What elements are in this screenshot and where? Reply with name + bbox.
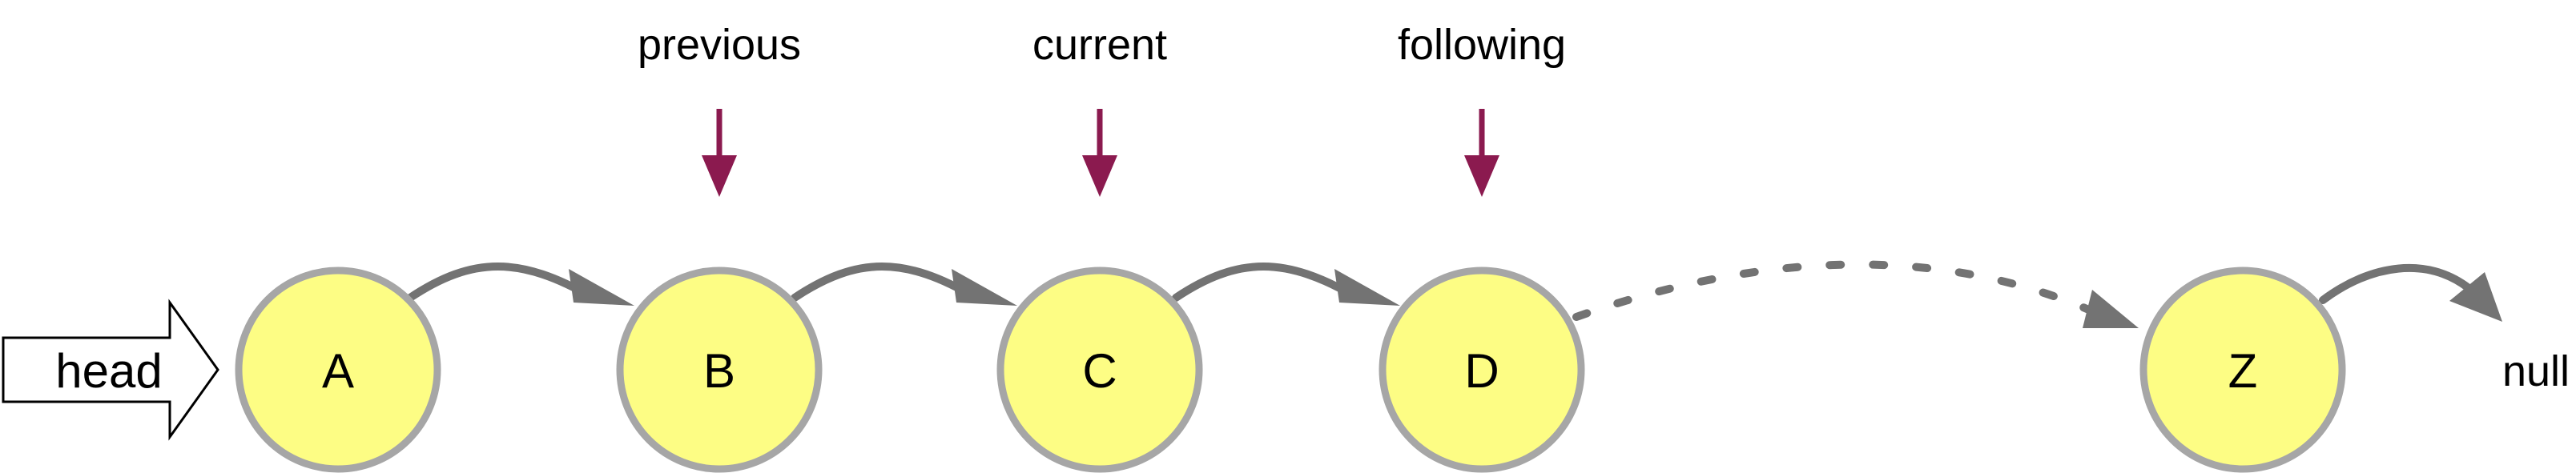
pointer-previous-label: previous	[638, 21, 801, 69]
link-b-c-arrowhead	[952, 269, 1017, 306]
link-a-b	[406, 263, 597, 302]
link-d-z-arrowhead	[2083, 290, 2139, 328]
node-a-label: A	[322, 344, 354, 398]
node-b: B	[616, 267, 823, 473]
link-c-d-arrowhead	[1334, 269, 1400, 306]
node-b-circle	[616, 267, 823, 473]
link-b-c	[791, 263, 980, 302]
node-c-label: C	[1082, 344, 1117, 398]
link-c-d	[1172, 263, 1361, 302]
pointer-following: following	[1398, 21, 1566, 197]
node-b-label: B	[703, 344, 735, 398]
head-label: head	[55, 344, 162, 398]
pointer-current-label: current	[1032, 21, 1167, 69]
pointer-previous: previous	[638, 21, 801, 197]
pointer-current-arrowhead	[1082, 155, 1117, 197]
pointer-following-label: following	[1398, 21, 1566, 69]
link-z-null-arrowhead	[2449, 272, 2502, 322]
node-z-label: Z	[2228, 344, 2258, 398]
pointer-previous-arrowhead	[702, 155, 737, 197]
node-c-circle	[996, 267, 1203, 473]
pointer-following-arrowhead	[1464, 155, 1499, 197]
link-z-null	[2319, 264, 2473, 304]
node-z: Z	[2139, 267, 2346, 473]
links	[406, 260, 2502, 328]
pointer-current: current	[1032, 21, 1167, 197]
node-a-circle	[235, 267, 441, 473]
node-d-label: D	[1464, 344, 1499, 398]
node-d-circle	[1379, 267, 1585, 473]
node-c: C	[996, 267, 1203, 473]
head-pointer: head	[2, 299, 219, 441]
head-arrow-shape	[2, 299, 219, 441]
node-a: A	[235, 267, 441, 473]
node-z-circle	[2139, 267, 2346, 473]
link-a-b-arrowhead	[569, 269, 634, 306]
null-label: null	[2502, 347, 2570, 395]
node-d: D	[1379, 267, 1585, 473]
link-d-z	[1572, 260, 2095, 321]
